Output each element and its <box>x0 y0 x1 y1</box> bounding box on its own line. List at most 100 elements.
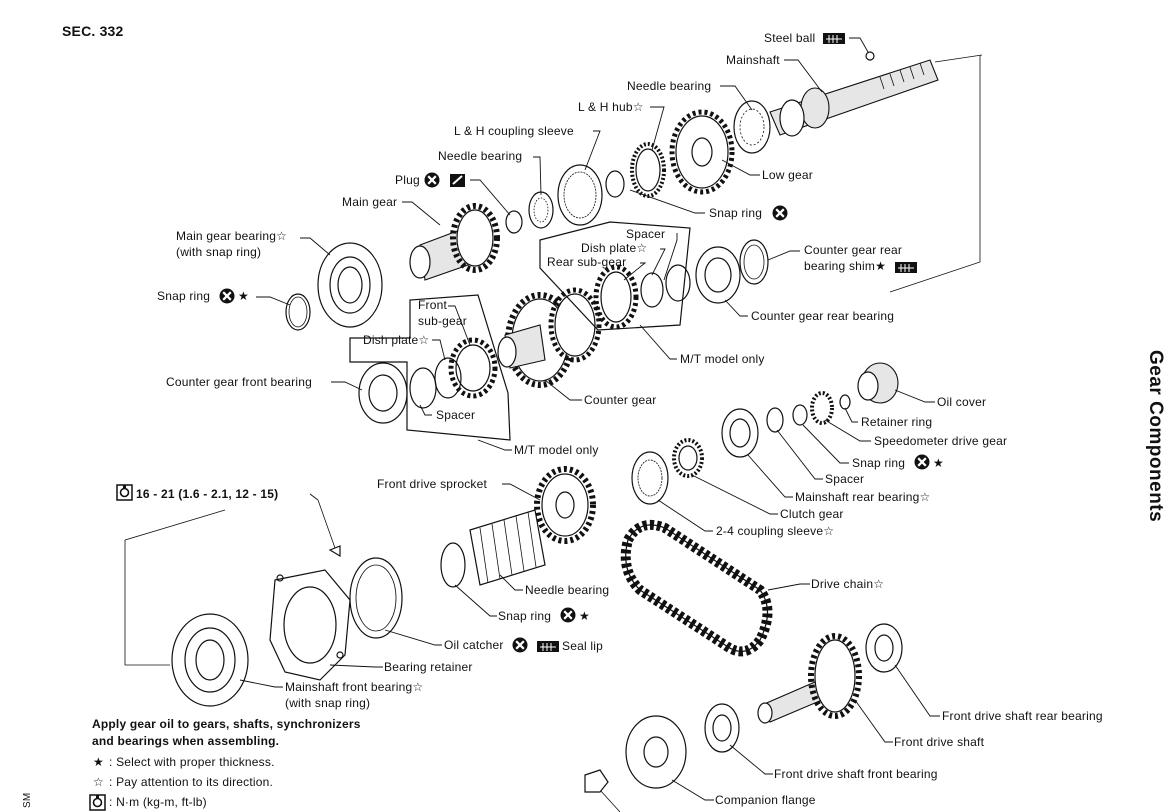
label-dish-plate-rear: Dish plate☆ <box>581 241 647 255</box>
label-bearing-retainer: Bearing retainer <box>384 660 473 674</box>
label-spacer-front: Spacer <box>436 408 475 422</box>
star-icon: ★ <box>238 289 249 303</box>
mainshaft-part <box>769 51 939 137</box>
section-number: SEC. 332 <box>62 23 124 39</box>
label-oil-catcher: Oil catcher <box>444 638 504 652</box>
counter-gear-part <box>497 287 602 388</box>
label-mainshaft: Mainshaft <box>726 53 780 67</box>
label-main-gear: Main gear <box>342 195 397 209</box>
legend-note-line1: Apply gear oil to gears, shafts, synchro… <box>92 717 361 731</box>
oil-seal-icon <box>822 32 846 45</box>
coupling-sleeve-24-part <box>631 451 669 505</box>
legend-hollow-star-icon: ☆ <box>93 775 104 789</box>
label-counter-gear: Counter gear <box>584 393 656 407</box>
speedometer-drive-gear-part <box>766 391 834 433</box>
legend-hollow-star-text: : Pay attention to its direction. <box>109 775 273 789</box>
label-mainshaft-rear-bearing: Mainshaft rear bearing☆ <box>795 490 930 504</box>
assembly-axis-lines <box>124 54 983 812</box>
main-gear-bearing-part <box>317 242 383 328</box>
mainshaft-front-bearing-part <box>171 613 249 707</box>
companion-flange-part <box>584 715 687 793</box>
front-drive-shaft-front-bearing-part <box>704 703 740 753</box>
torque-icon <box>116 484 133 501</box>
oil-catcher-part <box>349 557 403 639</box>
counter-gear-rear-bearing-part <box>695 246 741 304</box>
label-spacer-rear: Spacer <box>626 227 665 241</box>
legend-note-line2: and bearings when assembling. <box>92 734 279 748</box>
label-torque-spec: 16 - 21 (1.6 - 2.1, 12 - 15) <box>136 487 278 501</box>
lh-coupling-sleeve-part <box>557 164 625 226</box>
corner-mark: SM <box>22 793 33 808</box>
replace-x-icon <box>218 287 236 305</box>
needle-bearing-top-part <box>733 100 771 154</box>
star-icon: ★ <box>579 609 590 623</box>
snap-ring-low-part <box>440 542 466 588</box>
label-plug: Plug <box>395 173 420 187</box>
label-front-drive-shaft: Front drive shaft <box>894 735 985 749</box>
rear-sub-gear-part <box>593 264 691 330</box>
oil-cover-part <box>839 362 899 410</box>
label-counter-gear-rear-shim: Counter gear rear <box>804 243 902 257</box>
replace-x-icon <box>511 636 529 654</box>
bearing-retainer-part <box>269 499 351 681</box>
clutch-gear-part <box>672 438 704 478</box>
needle-bearing-mid-part <box>505 191 554 234</box>
front-sub-gear-part <box>409 337 498 409</box>
label-snap-ring-left: Snap ring <box>157 289 210 303</box>
oil-seal-icon <box>536 640 560 653</box>
label-counter-gear-rear-bearing: Counter gear rear bearing <box>751 309 894 323</box>
mt-box-front <box>349 294 511 441</box>
label-needle-bearing-low: Needle bearing <box>525 583 609 597</box>
label-speedometer-drive-gear: Speedometer drive gear <box>874 434 1007 448</box>
label-main-gear-bearing: Main gear bearing☆ <box>176 229 287 243</box>
label-companion-flange: Companion flange <box>715 793 816 807</box>
label-steel-ball: Steel ball <box>764 31 815 45</box>
label-front-drive-shaft-rear-bearing: Front drive shaft rear bearing <box>942 709 1103 723</box>
snap-ring-left-part <box>285 293 311 331</box>
label-seal-lip: Seal lip <box>562 639 603 653</box>
label-mt-model-only-2: M/T model only <box>514 443 599 457</box>
label-mainshaft-front-bearing: Mainshaft front bearing☆ <box>285 680 423 694</box>
label-mt-model-only-1: M/T model only <box>680 352 765 366</box>
front-drive-sprocket-part <box>534 466 596 544</box>
counter-gear-rear-shim-part <box>739 239 769 285</box>
label-snap-ring-right: Snap ring <box>852 456 905 470</box>
replace-x-icon <box>559 606 577 624</box>
label-snap-ring-low: Snap ring <box>498 609 551 623</box>
needle-bearing-low-part <box>469 509 546 586</box>
legend: Apply gear oil to gears, shafts, synchro… <box>89 717 361 811</box>
replace-x-icon <box>913 453 931 471</box>
label-counter-gear-front-bearing: Counter gear front bearing <box>166 375 312 389</box>
label-oil-cover: Oil cover <box>937 395 986 409</box>
legend-star-text: : Select with proper thickness. <box>109 755 275 769</box>
replace-x-icon <box>423 171 441 189</box>
label-spacer-right: Spacer <box>825 472 864 486</box>
lh-hub-part <box>630 142 666 198</box>
label-with-snap-ring-1: (with snap ring) <box>176 245 261 259</box>
legend-torque-text: : N·m (kg-m, ft-lb) <box>109 795 207 809</box>
label-front-sub-gear-1: Front <box>418 298 447 312</box>
side-title: Gear Components <box>1145 350 1166 522</box>
label-snap-ring-upper: Snap ring <box>709 206 762 220</box>
label-front-sub-gear-2: sub-gear <box>418 314 467 328</box>
label-bearing-shim: bearing shim★ <box>804 259 886 273</box>
label-coupling-sleeve-24: 2-4 coupling sleeve☆ <box>716 524 834 538</box>
label-rear-sub-gear: Rear sub-gear <box>547 255 626 269</box>
sealant-icon <box>449 173 466 188</box>
low-gear-part <box>669 109 735 195</box>
star-icon: ★ <box>933 456 944 470</box>
front-drive-shaft-rear-bearing-part <box>865 623 903 673</box>
drive-chain-part <box>620 520 773 657</box>
label-low-gear: Low gear <box>762 168 813 182</box>
label-needle-bearing-top: Needle bearing <box>627 79 711 93</box>
front-drive-shaft-part <box>757 633 862 724</box>
counter-gear-front-bearing-part <box>358 362 408 424</box>
label-lh-coupling-sleeve: L & H coupling sleeve <box>454 124 574 138</box>
label-clutch-gear: Clutch gear <box>780 507 844 521</box>
leader-lines <box>239 37 940 801</box>
label-front-drive-sprocket: Front drive sprocket <box>377 477 488 491</box>
label-needle-bearing-mid: Needle bearing <box>438 149 522 163</box>
label-dish-plate-front: Dish plate☆ <box>363 333 429 347</box>
labels: Steel ball Mainshaft Needle bearing L & … <box>116 31 1103 807</box>
